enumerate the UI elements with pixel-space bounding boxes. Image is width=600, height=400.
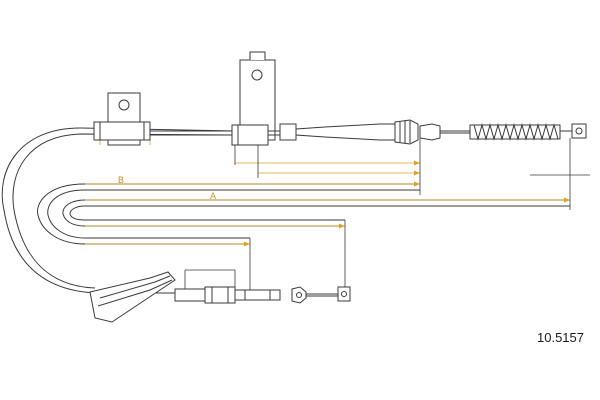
return-spring (469, 123, 561, 141)
cable-body (1, 127, 570, 294)
right-end-fitting (560, 123, 587, 139)
dimension-label-b: B (118, 175, 124, 185)
part-number: 10.5157 (537, 330, 584, 345)
left-mounting-bracket (93, 92, 151, 146)
dimension-lines (85, 131, 570, 245)
upper-cable-assembly (150, 119, 470, 145)
center-mounting-bracket (231, 51, 276, 146)
dimension-arrowheads (244, 160, 570, 247)
lower-cable-assembly (89, 271, 351, 323)
dimension-extension-lines (184, 130, 590, 295)
dimension-label-a: A (210, 191, 216, 201)
